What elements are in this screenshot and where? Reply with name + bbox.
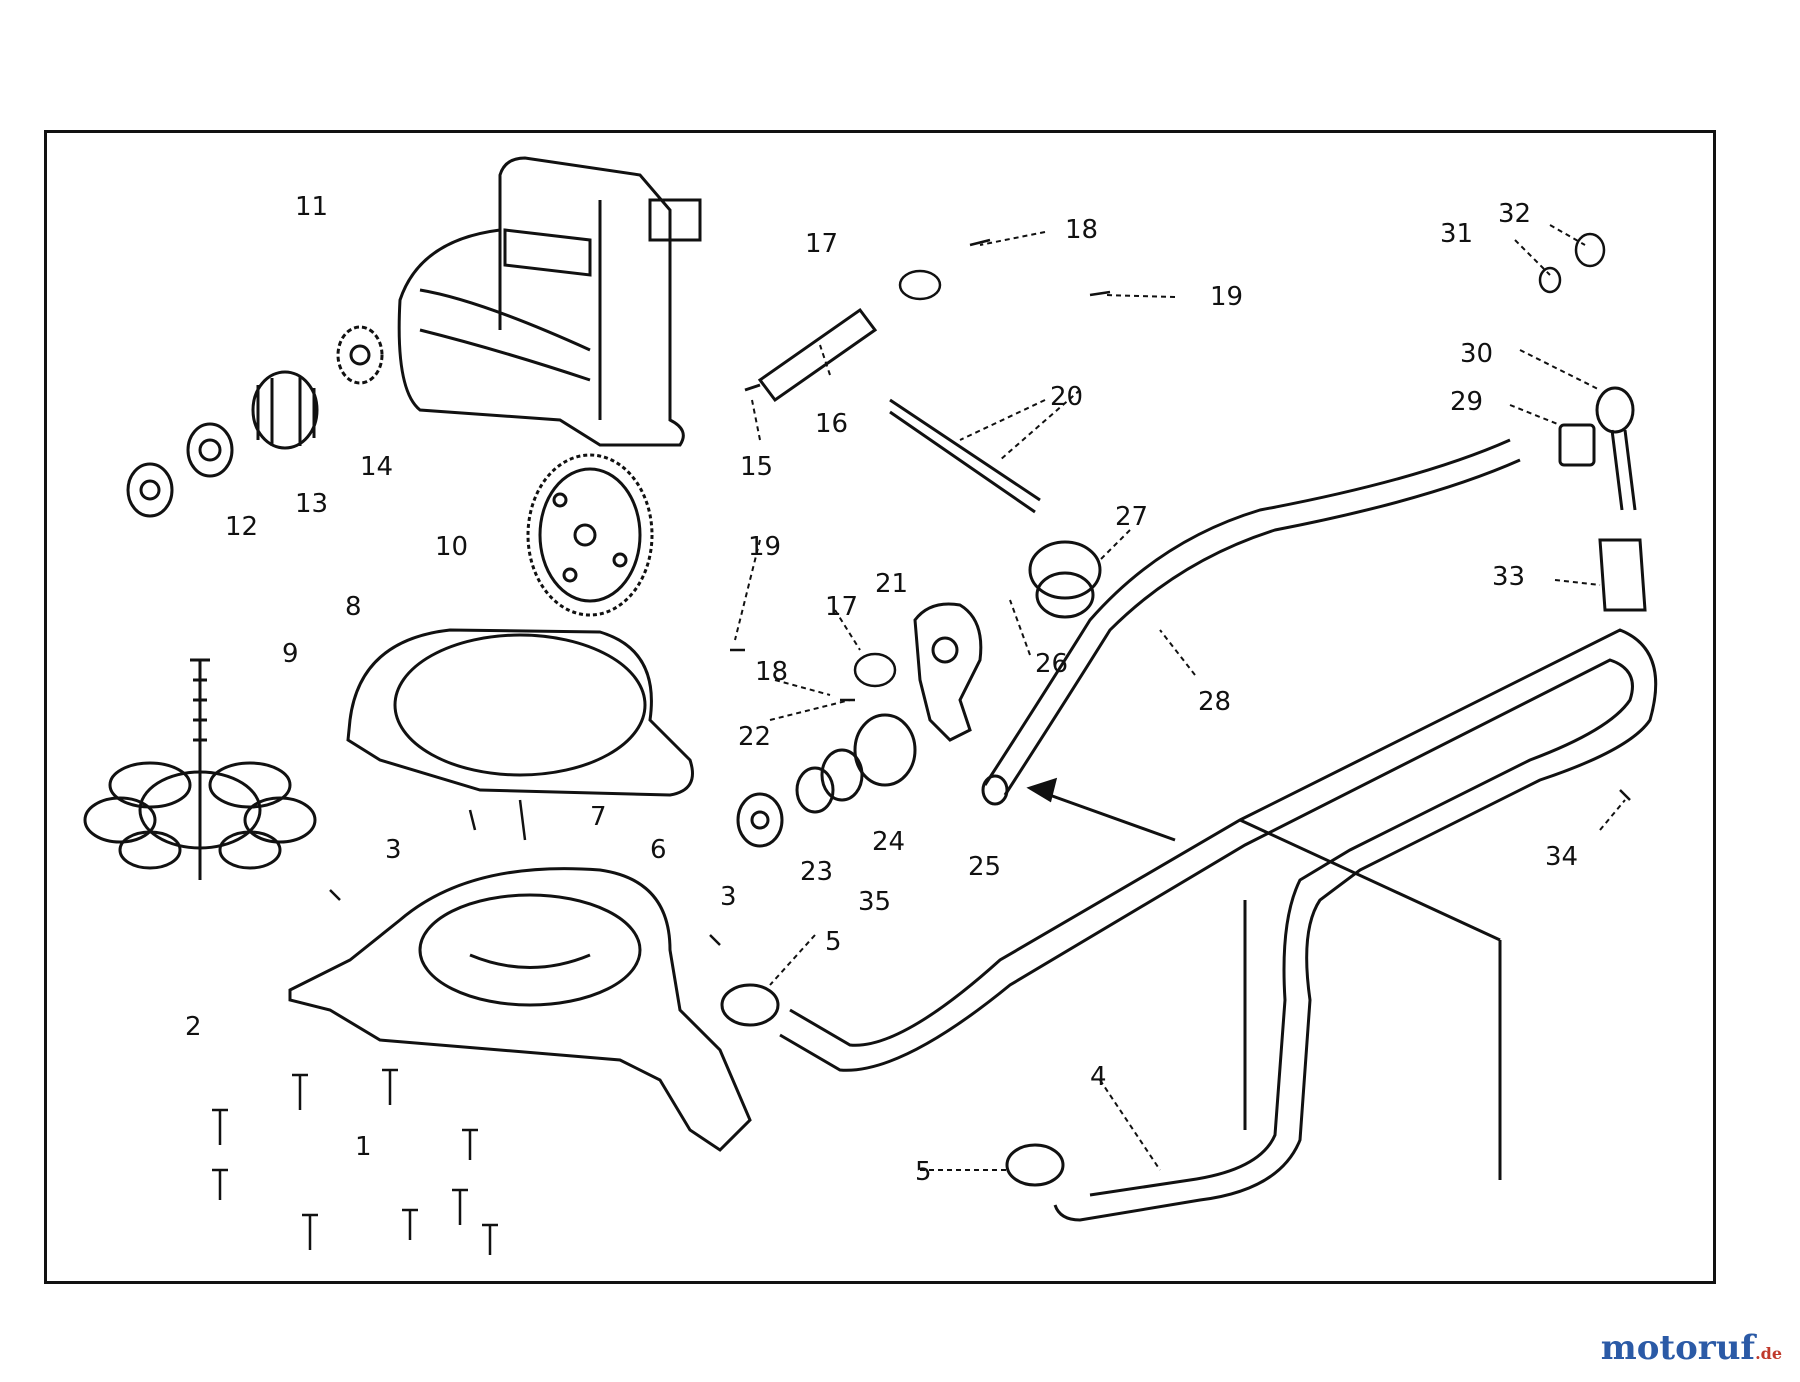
callout-29: 29 [1450,387,1483,417]
callout-10: 10 [435,532,468,562]
gasket-plate [346,628,694,797]
callout-5b: 5 [915,1157,932,1187]
upper-handle [981,423,1596,806]
callout-18b: 18 [755,657,788,687]
callout-17a: 17 [805,229,838,259]
callout-26: 26 [1035,649,1068,679]
callout-5a: 5 [825,927,842,957]
callout-32: 32 [1498,199,1531,229]
leader-lines [734,224,1626,1171]
lower-handle-frame [720,628,1658,1222]
callout-35: 35 [858,887,891,917]
bolt-and-clamp [1595,386,1647,612]
base-housing [288,867,752,1152]
callout-33: 33 [1492,562,1525,592]
fitting-set [736,713,917,848]
small-hardware [329,232,1631,946]
callout-6: 6 [650,835,667,865]
callout-7: 7 [590,802,607,832]
callout-24: 24 [872,827,905,857]
screw-set [212,1068,498,1255]
callout-23: 23 [800,857,833,887]
callout-2: 2 [185,1012,202,1042]
diagram-border [44,130,1716,1284]
callout-21: 21 [875,569,908,599]
callout-13: 13 [295,489,328,519]
callout-18a: 18 [1065,215,1098,245]
watermark-logo: motoruf.de [1600,1328,1782,1368]
callout-30: 30 [1460,339,1493,369]
callout-15: 15 [740,452,773,482]
callout-14: 14 [360,452,393,482]
gear [526,453,654,617]
callout-4: 4 [1090,1062,1107,1092]
callout-1: 1 [355,1132,372,1162]
callout-25: 25 [968,852,1001,882]
callout-34: 34 [1545,842,1578,872]
callout-20: 20 [1050,382,1083,412]
callout-3a: 3 [385,835,402,865]
callout-12: 12 [225,512,258,542]
lever-assembly [913,602,983,742]
callout-3b: 3 [720,882,737,912]
callout-9: 9 [282,639,299,669]
impeller [83,658,317,880]
callout-19a: 19 [1210,282,1243,312]
housing-cover [397,156,702,447]
control-rod [889,398,1041,514]
pointer-arrow [1026,777,1176,842]
callout-27: 27 [1115,502,1148,532]
callout-8: 8 [345,592,362,622]
callout-labels: 1 2 3 3 4 5 5 6 7 8 9 10 11 12 13 14 15 … [185,192,1578,1187]
callout-22: 22 [738,722,771,752]
drive-shaft [744,307,878,403]
callout-31: 31 [1440,219,1473,249]
control-knob [1028,540,1102,619]
callout-17b: 17 [825,592,858,622]
callout-19b: 19 [748,532,781,562]
callout-16: 16 [815,409,848,439]
callout-11: 11 [295,192,328,222]
callout-28: 28 [1198,687,1231,717]
bearing-set [126,325,384,518]
